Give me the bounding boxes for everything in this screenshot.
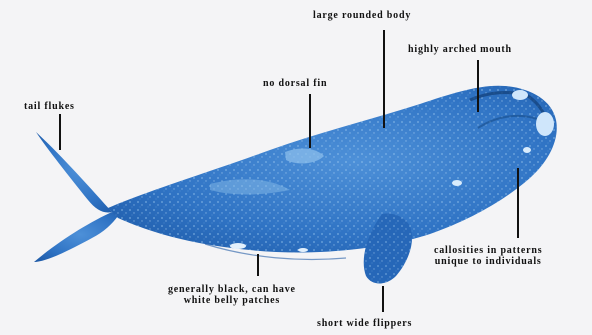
label-highly-arched-mouth: highly arched mouth <box>408 44 512 55</box>
label-callosities: callosities in patterns unique to indivi… <box>434 245 542 267</box>
tail-fluke-lower <box>34 212 118 262</box>
tail-fluke-upper <box>36 132 112 213</box>
callosity-2 <box>512 90 528 100</box>
label-short-wide-flippers: short wide flippers <box>317 318 412 329</box>
callosity-1 <box>536 112 554 136</box>
label-callosities-line2: unique to individuals <box>434 256 542 267</box>
callosity-4 <box>452 180 462 186</box>
label-coloration-line2: white belly patches <box>168 295 296 306</box>
label-coloration-line1: generally black, can have <box>168 284 296 295</box>
label-coloration: generally black, can have white belly pa… <box>168 284 296 306</box>
label-callosities-line1: callosities in patterns <box>434 245 542 256</box>
label-no-dorsal-fin: no dorsal fin <box>263 78 327 89</box>
label-large-rounded-body: large rounded body <box>313 10 411 21</box>
callosity-3 <box>523 147 531 153</box>
label-tail-flukes: tail flukes <box>24 101 75 112</box>
